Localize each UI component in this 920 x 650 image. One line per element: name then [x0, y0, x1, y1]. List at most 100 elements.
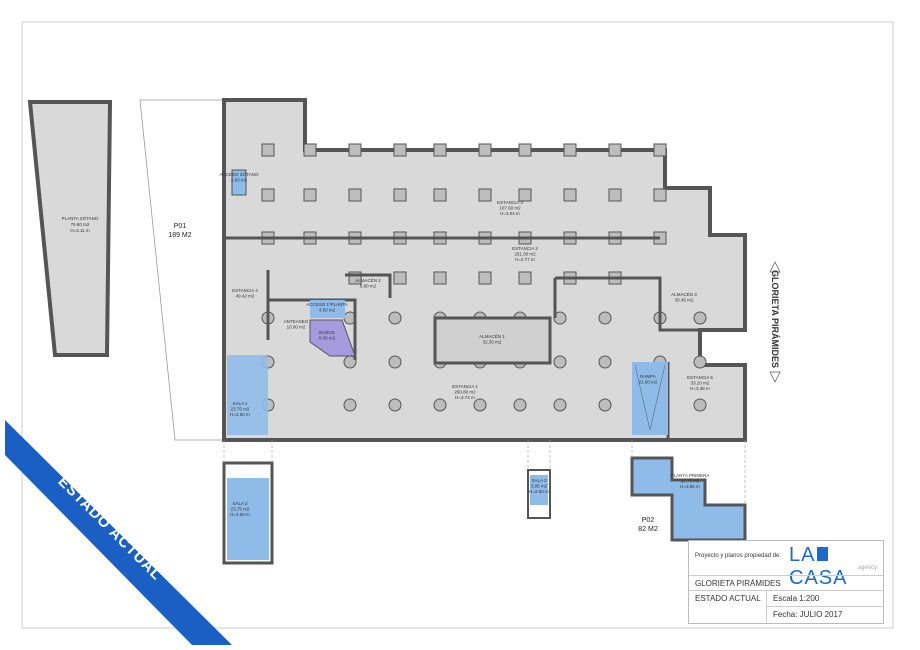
- room-label-name: SALA 1: [232, 401, 248, 406]
- p01-name: P01: [174, 223, 187, 230]
- room-label-height: H=2.77 m: [515, 257, 535, 262]
- room-label-name: ALMACÉN 3: [671, 291, 697, 297]
- basement-height: H=2.11 m: [70, 228, 90, 233]
- p02-area: 82 M2: [638, 526, 658, 533]
- column-square: [261, 188, 275, 202]
- divider: [766, 606, 883, 607]
- column-square: [518, 143, 532, 157]
- room-label-name: PLANTA PRIMERA: [671, 473, 710, 478]
- divider: [689, 575, 883, 576]
- room-label-area: 8.00 m2: [319, 336, 336, 341]
- room-label-name: SALA 2: [232, 501, 248, 506]
- room-label-name: ACCESO SÓTANO: [220, 171, 259, 177]
- logo-text-left: LA: [789, 544, 816, 566]
- column-square: [393, 143, 407, 157]
- basement-floor: [27, 100, 113, 357]
- column-square: [478, 188, 492, 202]
- room-label-area: 8.80 m2: [360, 284, 377, 289]
- room-label-name: ESTANCIA 5: [687, 375, 713, 380]
- basement-name: PLANTA SÓTANO: [62, 215, 99, 221]
- room-label-area: 2.60 m2: [231, 178, 248, 183]
- column-round: [343, 398, 357, 412]
- column-square: [433, 143, 447, 157]
- room-label-area: 31.75 m2: [681, 479, 700, 484]
- p02-name: P02: [642, 517, 655, 524]
- column-round: [388, 398, 402, 412]
- date-label: Fecha: JULIO 2017: [773, 610, 843, 619]
- room-label-area: 261.30 m2: [514, 252, 536, 257]
- projection-lines: [223, 440, 746, 505]
- arrow-up-icon: [769, 261, 781, 273]
- state-label: ESTADO ACTUAL: [695, 594, 761, 603]
- room-label-name: ALMACÉN 1: [479, 333, 505, 339]
- title-block: Proyecto y planos propiedad de: LACASA a…: [688, 540, 884, 624]
- room-labels: PLANTA SÓTANO 75.80 m2 H=2.11 m P01 189 …: [62, 215, 658, 533]
- column-square: [563, 143, 577, 157]
- column-square: [303, 188, 317, 202]
- column-square: [393, 188, 407, 202]
- column-square: [563, 188, 577, 202]
- column-round: [598, 355, 612, 369]
- logo-text-right: CASA: [789, 567, 848, 589]
- column-square: [608, 143, 622, 157]
- room-label-height: H=2.50 m: [230, 412, 250, 417]
- room-acceso-1planta: [310, 300, 345, 318]
- owner-label: Proyecto y planos propiedad de:: [695, 553, 782, 559]
- room-label-height: H=2.50 m: [230, 512, 250, 517]
- scale-label: Escala 1:200: [773, 594, 820, 603]
- column-round: [693, 355, 707, 369]
- column-square: [518, 188, 532, 202]
- room-label-name: ESTANCIA 2: [512, 246, 538, 251]
- room-banos: [309, 319, 356, 357]
- column-square: [433, 188, 447, 202]
- column-square: [348, 143, 362, 157]
- room-label-name: ALMACÉN 2: [355, 277, 381, 283]
- ramp-line: [649, 364, 666, 431]
- room-label-area: 4.50 m2: [319, 308, 336, 313]
- column-square: [608, 188, 622, 202]
- column-round: [598, 398, 612, 412]
- room-label-name: ACCESO 1ªPLANTA: [306, 302, 348, 307]
- street-label: GLORIETA PIRÁMIDES: [770, 269, 780, 368]
- column-round: [433, 398, 447, 412]
- sheet-border: [21, 21, 894, 629]
- logo: LACASA: [789, 544, 883, 590]
- room-rampa: [632, 362, 668, 435]
- room-label-height: H=3.04 m: [500, 211, 520, 216]
- room-label-name: ESTANCIA 4: [232, 288, 258, 293]
- column-round: [473, 398, 487, 412]
- room-label-area: 260.80 m2: [454, 390, 476, 395]
- room-label-area: 49.42 m2: [236, 294, 255, 299]
- room-label-area: 10.00 m2: [287, 325, 306, 330]
- room-label-name: ESTANCIA 3: [497, 200, 523, 205]
- ramp-line: [634, 364, 651, 431]
- room-label-name: ANTEASEO: [284, 319, 309, 324]
- house-icon: [817, 547, 829, 561]
- room-label-area: 107.60 m2: [499, 206, 521, 211]
- room-label-name: RAMPA: [640, 374, 656, 379]
- column-round: [693, 398, 707, 412]
- room-label-area: 21.60 m2: [639, 380, 658, 385]
- column-round: [553, 355, 567, 369]
- room-label-height: H=2.50 m: [529, 489, 549, 494]
- room-planta-primera: [630, 456, 747, 542]
- room-acceso-sotano: [231, 169, 247, 196]
- room-label-area: 3.95 m2: [531, 484, 548, 489]
- p01-area: 189 M2: [168, 232, 191, 239]
- room-sala-1: [227, 355, 268, 435]
- column-square: [393, 271, 407, 285]
- room-label-area: 33.20 m2: [691, 381, 710, 386]
- room-label-height: H=3.38 m: [690, 386, 710, 391]
- column-square: [653, 143, 667, 157]
- column-round: [598, 311, 612, 325]
- column-square: [303, 143, 317, 157]
- room-label-area: 30.45 m2: [675, 298, 694, 303]
- column-round: [513, 398, 527, 412]
- column-round: [388, 311, 402, 325]
- column-square: [518, 271, 532, 285]
- room-sala-3: [530, 475, 548, 505]
- room-label-area: 23.75 m2: [231, 507, 250, 512]
- column-round: [388, 355, 402, 369]
